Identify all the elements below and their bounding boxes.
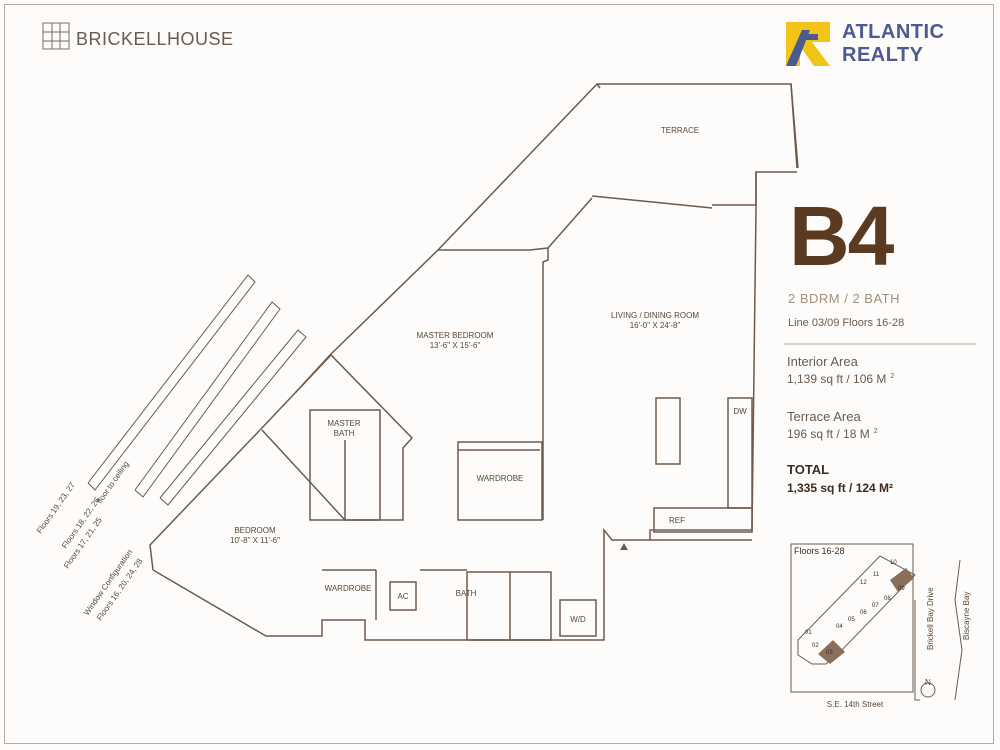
ref-label: REF	[669, 516, 685, 525]
keyplan-unit-07: 07	[872, 603, 879, 609]
master-bedroom-dims: 13'-6" X 15'-6"	[429, 341, 481, 350]
keyplan-unit-09: 09	[898, 586, 905, 592]
realty-name: ATLANTIC REALTY	[842, 21, 945, 67]
keyplan-unit-11: 11	[873, 572, 880, 578]
master-bath-label-2: BATH	[333, 429, 355, 438]
living-room-dims: 16'-0" X 24'-8"	[629, 321, 681, 330]
realty-line-1: ATLANTIC	[842, 21, 945, 43]
master-bedroom-name: MASTER BEDROOM	[416, 331, 494, 340]
keyplan-street-14th: S.E. 14th Street	[826, 700, 884, 709]
keyplan-unit-03: 03	[826, 650, 833, 656]
terrace-sup: 2	[873, 428, 878, 435]
master-bath-label-1: MASTER	[327, 419, 361, 428]
bedroom-name: BEDROOM	[234, 526, 276, 535]
keyplan-street-biscayne: Biscayne Bay	[962, 591, 971, 640]
keyplan-unit-02: 02	[812, 643, 819, 649]
bath-label: BATH	[455, 589, 477, 598]
keyplan-unit-10: 10	[890, 560, 897, 566]
dw-label: DW	[733, 407, 747, 416]
keyplan-unit-08: 08	[884, 596, 891, 602]
realty-line-2: REALTY	[842, 44, 924, 66]
keyplan-street-brickell: Brickell Bay Drive	[926, 587, 935, 650]
living-room-name: LIVING / DINING ROOM	[610, 311, 699, 320]
wardrobe2-label: WARDROBE	[324, 584, 372, 593]
wd-label: W/D	[570, 615, 586, 624]
interior-value-text: 1,139 sq ft / 106 M	[787, 372, 887, 386]
page-frame	[4, 4, 994, 744]
north-indicator-icon: N	[925, 678, 931, 687]
brand-name: BRICKELLHOUSE	[76, 29, 234, 49]
interior-label: Interior Area	[787, 354, 858, 369]
total-label: TOTAL	[787, 462, 830, 477]
total-value: 1,335 sq ft / 124 M²	[787, 481, 894, 495]
bedroom-dims: 10'-8" X 11'-6"	[230, 536, 280, 545]
keyplan-title: Floors 16-28	[794, 546, 845, 556]
beds-baths: 2 BDRM / 2 BATH	[788, 291, 901, 306]
keyplan-unit-05: 05	[848, 617, 855, 623]
wardrobe-label: WARDROBE	[476, 474, 524, 483]
line-floors: Line 03/09 Floors 16-28	[788, 317, 905, 329]
keyplan-unit-12: 12	[860, 580, 867, 586]
ac-label: AC	[397, 592, 409, 601]
terrace-value-text: 196 sq ft / 18 M	[787, 427, 870, 441]
terrace-label: Terrace Area	[787, 409, 861, 424]
unit-name: B4	[789, 189, 894, 283]
keyplan-unit-06: 06	[860, 610, 867, 616]
keyplan-unit-01: 01	[805, 630, 812, 636]
terrace-label-room: TERRACE	[660, 126, 700, 135]
interior-sup: 2	[890, 373, 895, 380]
keyplan-unit-04: 04	[836, 624, 843, 630]
